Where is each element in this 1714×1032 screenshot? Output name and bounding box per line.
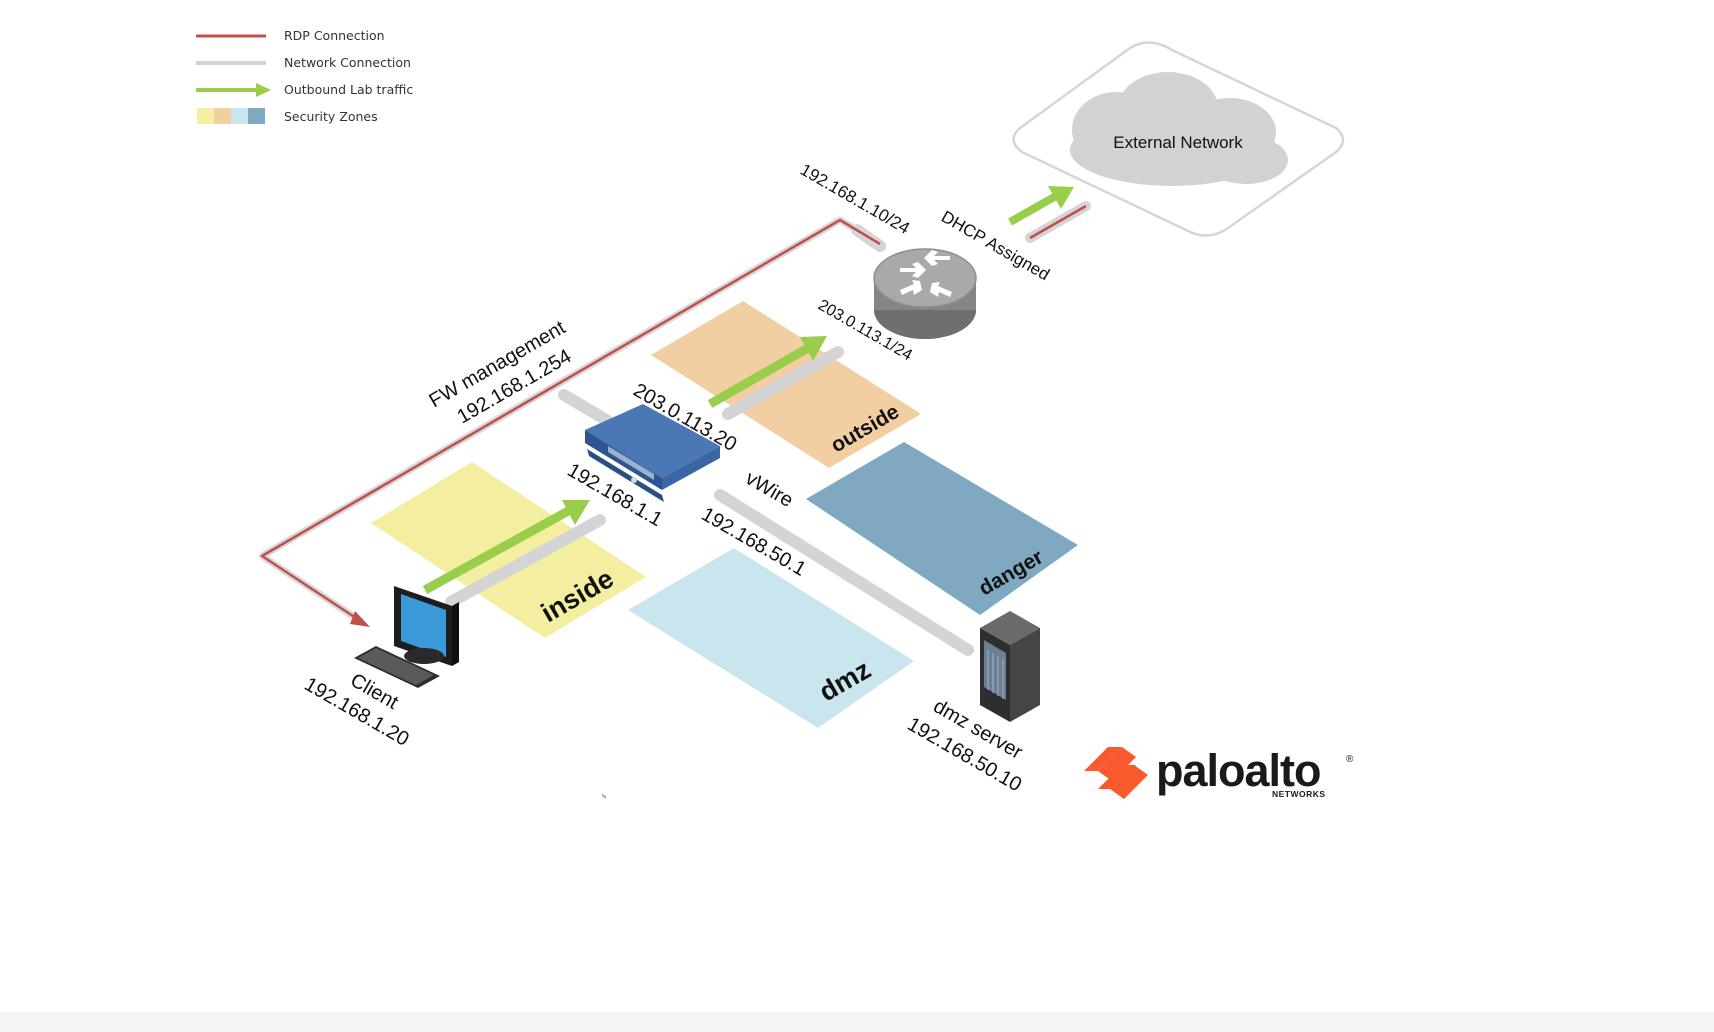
outbound-arrow-external <box>1008 192 1058 226</box>
paloalto-networks-label: NETWORKS <box>1272 789 1326 799</box>
registered-mark: ® <box>1346 754 1354 765</box>
zone-swatch-dmz <box>231 108 248 124</box>
legend-network: Network Connection <box>196 55 411 70</box>
outbound-arrow-inside <box>422 506 573 594</box>
bottom-band <box>0 1012 1714 1032</box>
legend-zones: Security Zones <box>197 108 378 124</box>
outbound-arrow-outside-head <box>800 336 827 361</box>
outbound-arrow-inside-head <box>562 500 590 525</box>
rdp-arrow-icon <box>350 611 370 627</box>
client-computer-icon <box>354 586 459 688</box>
zone-inside <box>371 462 646 638</box>
zone-swatch-danger <box>248 108 265 124</box>
rdp-connection <box>258 216 882 627</box>
legend-outbound: Outbound Lab traffic <box>196 82 413 97</box>
outbound-arrow-outside <box>707 344 811 408</box>
paloalto-wordmark: paloalto <box>1156 745 1321 796</box>
network-link-dmz <box>714 489 974 656</box>
cloud-icon <box>1070 72 1288 186</box>
external-rdp-link <box>1029 204 1087 240</box>
legend-rdp: RDP Connection <box>196 28 385 43</box>
network-link-outside <box>722 346 844 420</box>
external-network-label: External Network <box>1113 133 1243 152</box>
network-link-inside <box>445 514 606 608</box>
router-icon <box>873 248 977 339</box>
outbound-arrow-external-head <box>1048 186 1074 209</box>
zone-dmz <box>628 548 914 728</box>
zone-danger <box>806 442 1078 615</box>
external-network: External Network <box>1012 41 1345 237</box>
arrow-icon <box>256 83 271 97</box>
paloalto-logo: paloalto ® NETWORKS <box>1084 745 1354 799</box>
legend-zones-label: Security Zones <box>284 109 378 124</box>
legend: RDP Connection Network Connection Outbou… <box>196 28 413 124</box>
zone-swatch-outside <box>214 108 231 124</box>
dmz-server-icon <box>980 611 1040 722</box>
zone-swatch-inside <box>197 108 214 124</box>
firewall-icon <box>585 404 720 799</box>
rdp-line <box>260 218 881 624</box>
vwire-label: vWire <box>742 467 797 512</box>
outbound-traffic <box>422 186 1074 594</box>
legend-outbound-label: Outbound Lab traffic <box>284 82 413 97</box>
network-link-management <box>558 389 614 427</box>
paloalto-mark-icon <box>1084 747 1148 799</box>
legend-rdp-label: RDP Connection <box>284 28 385 43</box>
legend-network-label: Network Connection <box>284 55 411 70</box>
